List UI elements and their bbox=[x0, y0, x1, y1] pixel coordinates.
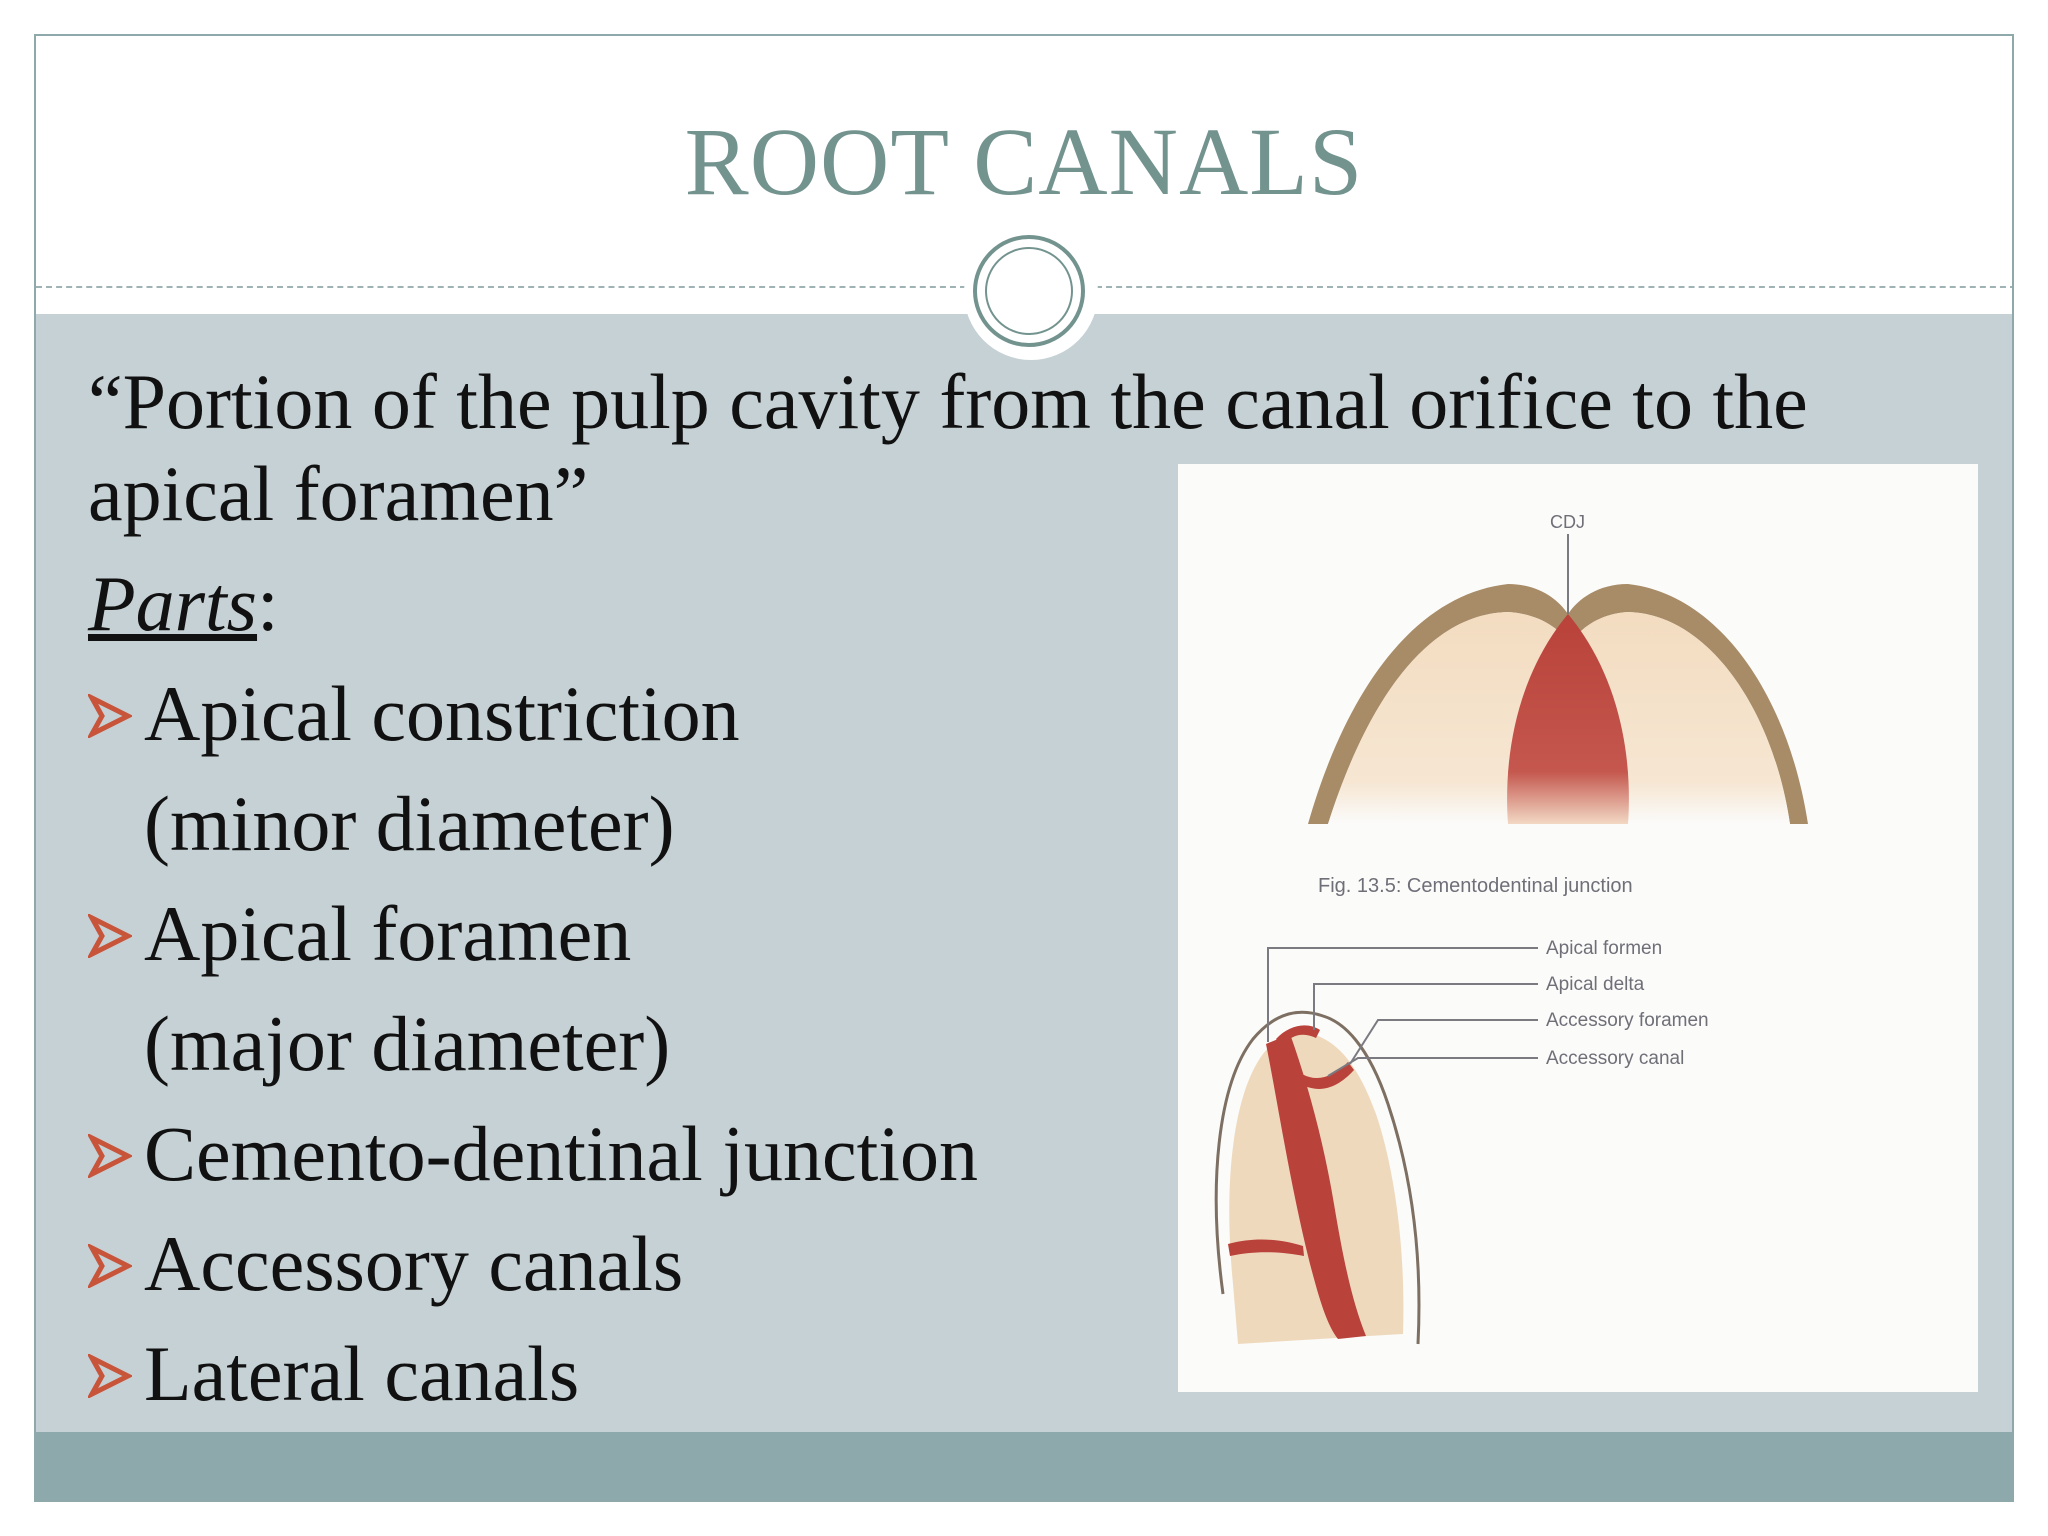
slide-title: ROOT CANALS bbox=[684, 108, 1364, 215]
bullet-label: Cemento-dentinal junction bbox=[144, 1110, 978, 1197]
apex-pulp bbox=[1507, 614, 1629, 824]
bullet-item: Apical foramen bbox=[88, 888, 2008, 980]
bullet-label: Apical foramen bbox=[144, 890, 632, 977]
leader-accessory-canal bbox=[1327, 1057, 1538, 1077]
header-divider-left bbox=[36, 286, 966, 288]
figure-caption: Fig. 13.5: Cementodentinal junction bbox=[1318, 875, 1633, 897]
definition-line-1: “Portion of the pulp cavity from the can… bbox=[88, 358, 1808, 445]
circle-ring-inner bbox=[985, 247, 1073, 335]
bullet-subtext: (minor diameter) bbox=[144, 780, 675, 867]
bullet-label: Lateral canals bbox=[144, 1330, 580, 1417]
bullet-label: Apical constriction bbox=[144, 670, 740, 757]
bullet-subtext: (major diameter) bbox=[144, 1000, 671, 1087]
lower-diagram-labels: Apical formen Apical delta Accessory for… bbox=[1267, 938, 1709, 1077]
parts-colon: : bbox=[257, 560, 279, 647]
bullet-item: Apical constriction bbox=[88, 668, 2008, 760]
lower-root-outline bbox=[1214, 1010, 1421, 1345]
label-apical-formen: Apical formen bbox=[1546, 938, 1662, 959]
slide: ROOT CANALS “Portion of the pulp cavity … bbox=[34, 34, 2014, 1502]
upper-root-apex: CDJ bbox=[1308, 512, 1808, 824]
arrowhead-bullet-icon bbox=[88, 914, 132, 958]
parts-label: Parts bbox=[88, 560, 258, 647]
label-accessory-foramen: Accessory foramen bbox=[1546, 1010, 1709, 1031]
accessory-canal-branch bbox=[1290, 1062, 1354, 1089]
parts-heading: Parts: bbox=[88, 558, 2008, 650]
arrowhead-bullet-icon bbox=[88, 1354, 132, 1398]
tooth-diagram-figure: CDJ Fig. 13.5: Cementodentinal junction … bbox=[1178, 464, 1978, 1392]
arrowhead-bullet-icon bbox=[88, 694, 132, 738]
tooth-diagram: CDJ Fig. 13.5: Cementodentinal junction … bbox=[1214, 512, 1808, 1345]
leader-accessory-foramen bbox=[1349, 1019, 1538, 1065]
lateral-canal bbox=[1228, 1239, 1304, 1256]
apical-delta-branch bbox=[1276, 1025, 1320, 1046]
bullet-item: Accessory canals bbox=[88, 1218, 2008, 1310]
main-canal bbox=[1266, 1034, 1366, 1339]
bullet-item: Lateral canals bbox=[88, 1328, 2008, 1420]
footer-band bbox=[36, 1432, 2012, 1500]
arrowhead-bullet-icon bbox=[88, 1244, 132, 1288]
bullet-item: Cemento-dentinal junction bbox=[88, 1108, 2008, 1200]
label-accessory-canal: Accessory canal bbox=[1546, 1048, 1684, 1069]
leader-apical-formen bbox=[1267, 947, 1538, 1042]
label-apical-delta: Apical delta bbox=[1546, 974, 1645, 995]
definition-line-2: apical foramen” bbox=[88, 450, 589, 537]
arrowhead-bullet-icon bbox=[88, 1134, 132, 1178]
lower-root-apex bbox=[1214, 1010, 1421, 1345]
bullet-label: Accessory canals bbox=[144, 1220, 684, 1307]
slide-body-text: “Portion of the pulp cavity from the can… bbox=[88, 356, 2008, 1420]
leader-apical-delta bbox=[1313, 983, 1538, 1030]
cdj-label: CDJ bbox=[1550, 512, 1585, 532]
header-divider-right bbox=[1096, 286, 2012, 288]
